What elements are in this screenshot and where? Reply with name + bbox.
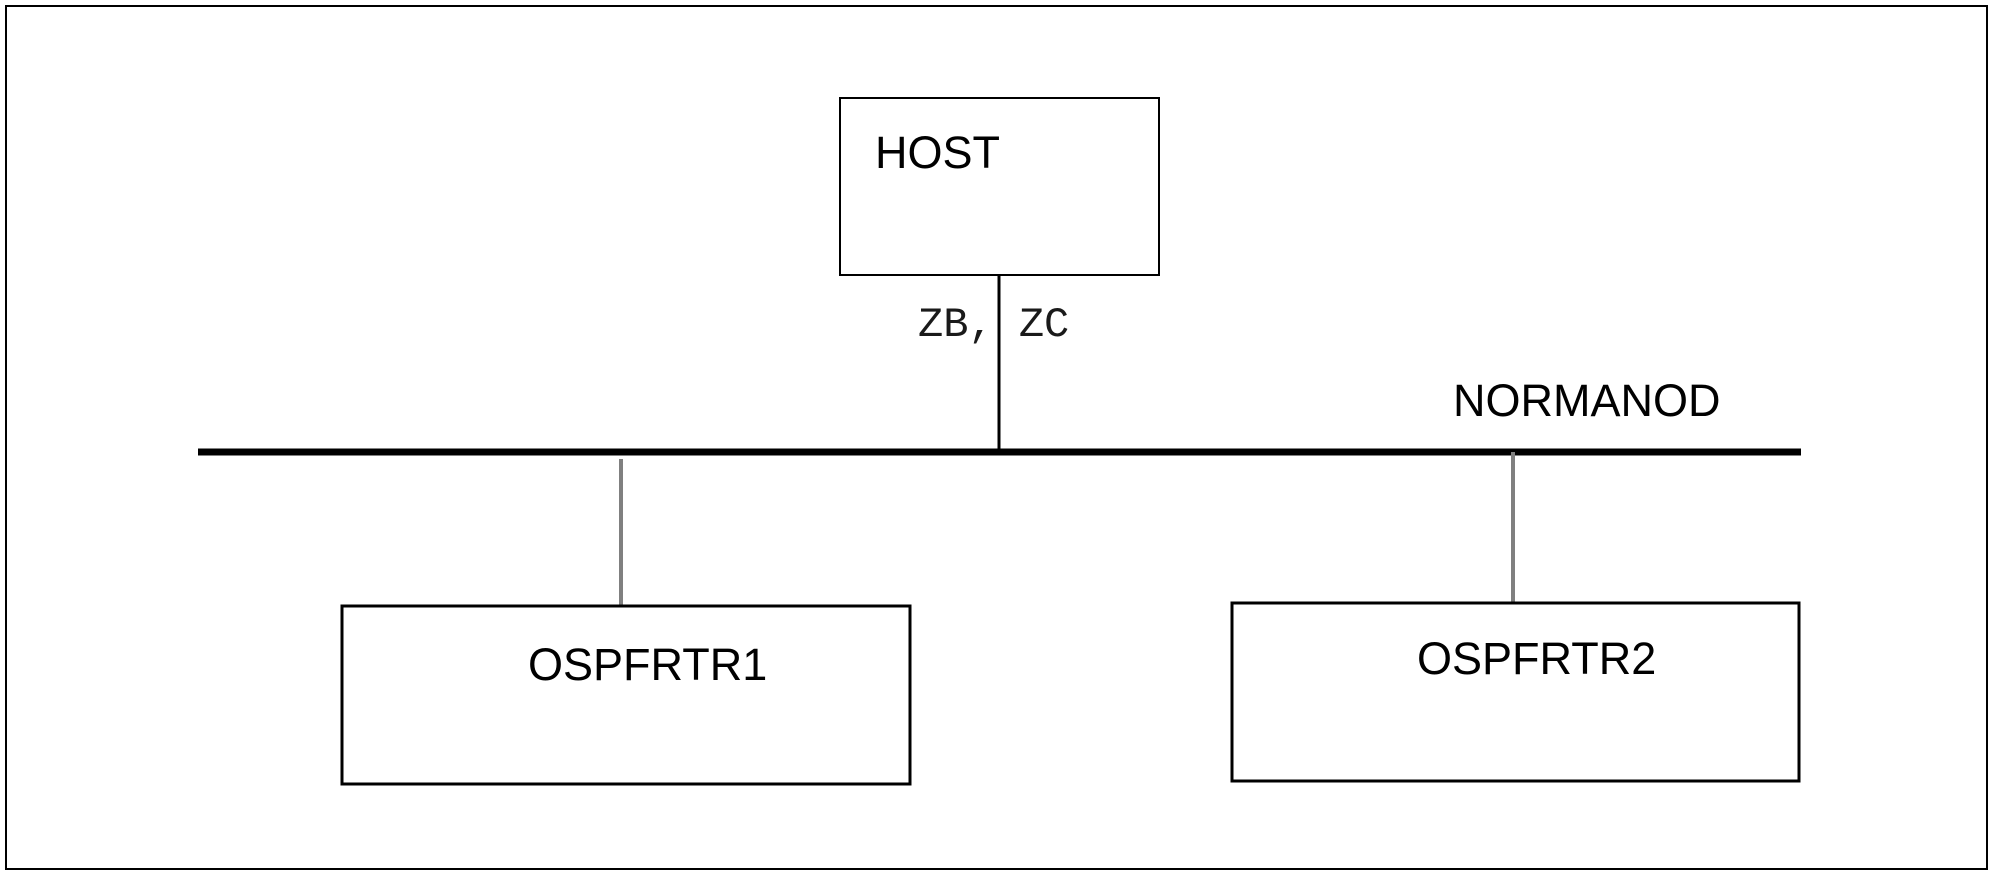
router2-label: OSPFRTR2 [1417, 633, 1656, 684]
host-label: HOST [875, 127, 1000, 178]
router2-node: OSPFRTR2 [1230, 601, 1801, 783]
router1-box [340, 604, 912, 786]
router1-label: OSPFRTR1 [528, 639, 767, 690]
router2-box [1230, 601, 1801, 783]
host-node: HOST [839, 97, 1160, 276]
host-box [839, 97, 1160, 276]
network-label: NORMANOD [1453, 375, 1721, 426]
interface-label: ZB, ZC [918, 301, 1069, 349]
router1-node: OSPFRTR1 [340, 604, 912, 786]
